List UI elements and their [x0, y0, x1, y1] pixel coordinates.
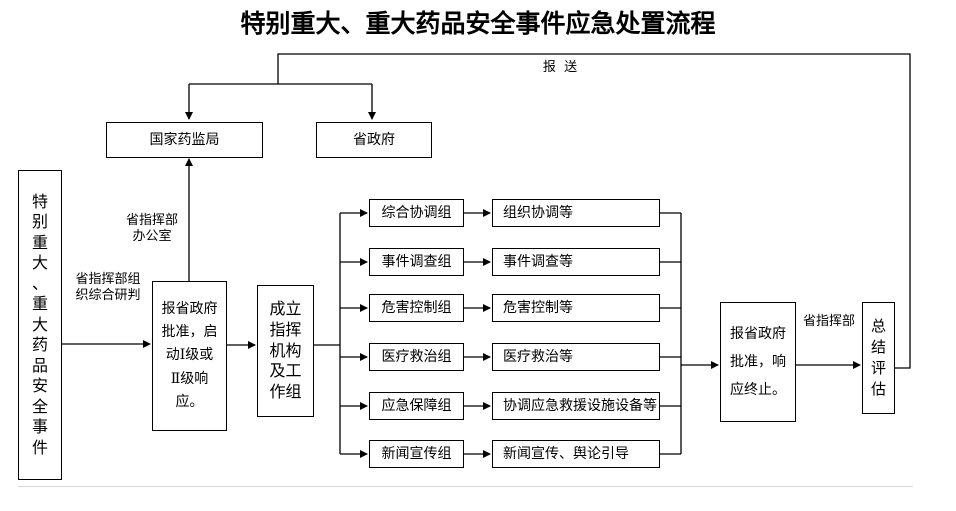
node-national-agency: 国家药监局: [106, 122, 263, 158]
label-hq: 省指挥部: [802, 314, 855, 329]
label-office: 省指挥部 办公室: [125, 213, 178, 245]
node-approve-start: 报省政府 批准，启 动Ⅰ级或 Ⅱ级响 应。: [152, 281, 227, 431]
task-box-1: 组织协调等: [492, 199, 660, 227]
page-title: 特别重大、重大药品安全事件应急处置流程: [240, 9, 716, 38]
node-establish: 成立 指挥 机构 及工 作组: [257, 285, 314, 417]
node-event-label: 特 别 重 大 、 重 大 药 品 安 全 事 件: [31, 191, 48, 457]
group-box-1: 综合协调组: [369, 199, 464, 227]
task-box-4: 医疗救治等: [492, 343, 660, 371]
group-box-4: 医疗救治组: [369, 343, 464, 371]
group-box-5: 应急保障组: [369, 392, 464, 420]
node-provincial-gov: 省政府: [316, 122, 432, 158]
group-box-2: 事件调查组: [369, 248, 464, 276]
node-approve-end: 报省政府 批准，响 应终止。: [720, 302, 796, 422]
task-box-6: 新闻宣传、舆论引导: [492, 440, 660, 468]
bottom-divider: [18, 486, 913, 487]
task-box-5: 协调应急救援设施设备等: [492, 392, 660, 420]
node-event: 特 别 重 大 、 重 大 药 品 安 全 事 件: [18, 170, 62, 480]
node-summary: 总 结 评 估: [862, 302, 895, 414]
task-box-3: 危害控制等: [492, 294, 660, 322]
task-box-2: 事件调查等: [492, 248, 660, 276]
label-report: 报 送: [542, 60, 578, 75]
group-box-3: 危害控制组: [369, 294, 464, 322]
report-feedback-line: [277, 53, 911, 369]
label-research: 省指挥部组 织综合研判: [75, 272, 141, 304]
group-box-6: 新闻宣传组: [369, 440, 464, 468]
